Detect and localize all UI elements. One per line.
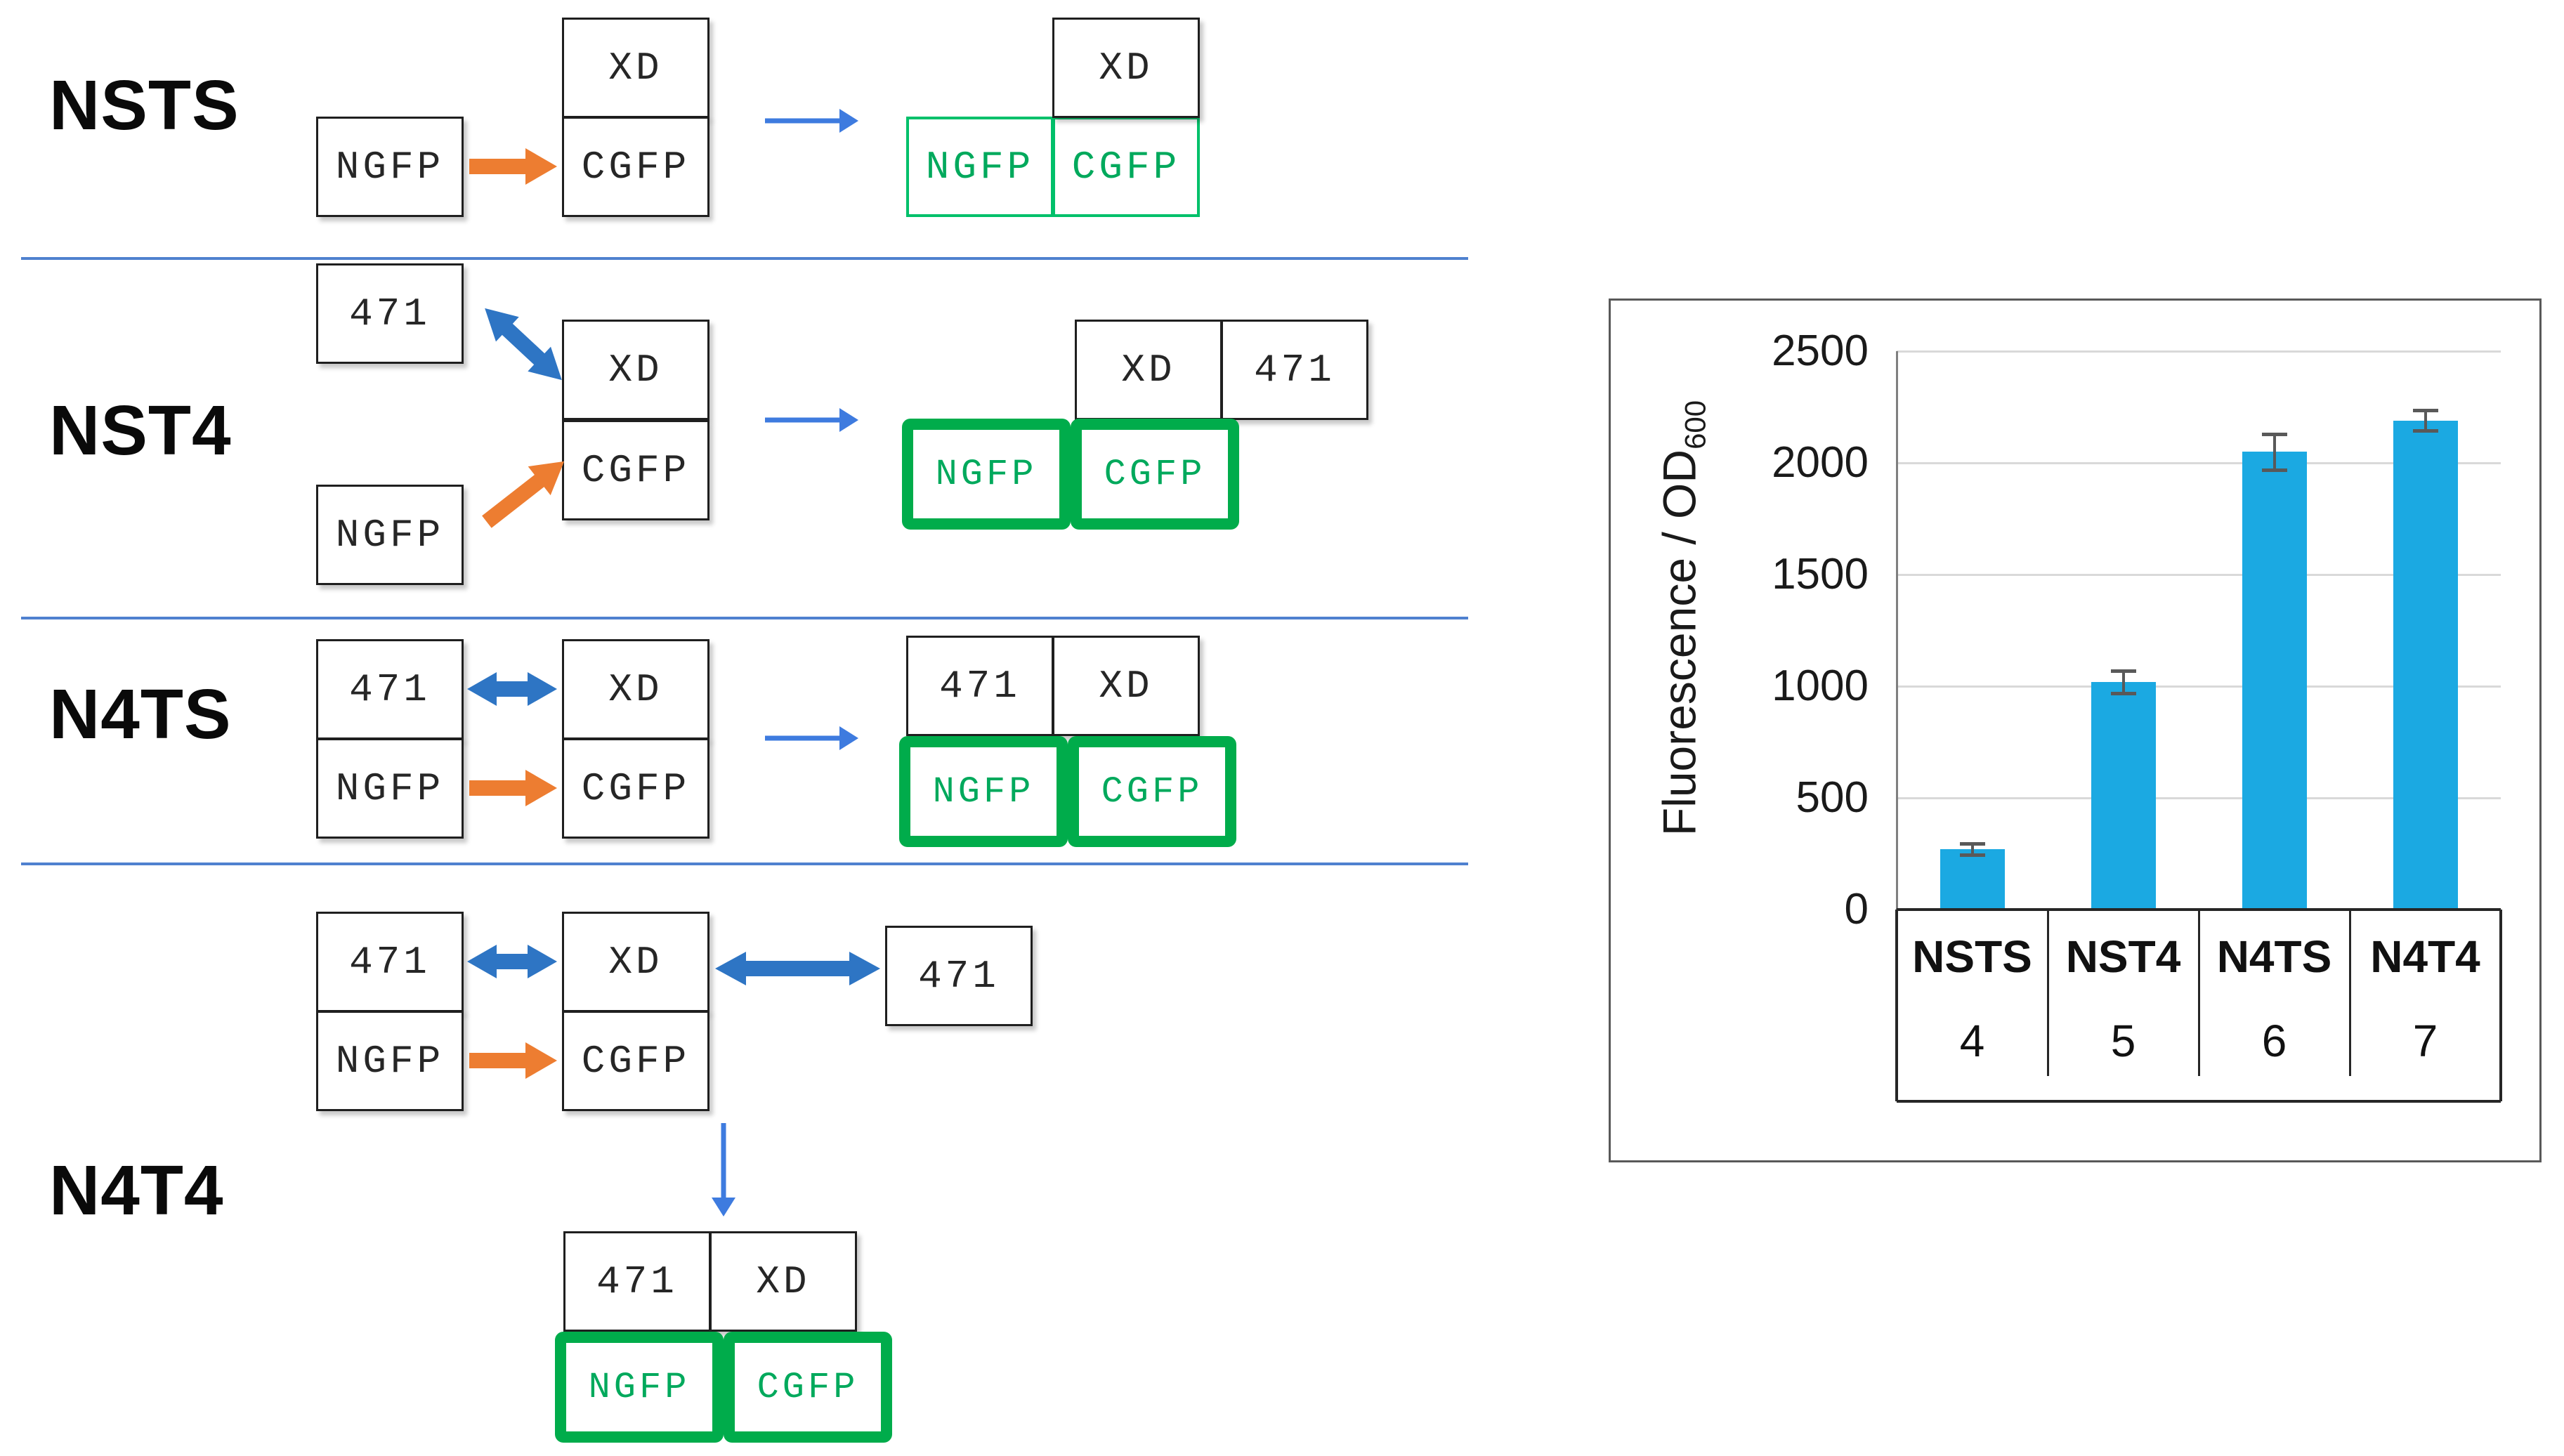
bar-N4TS xyxy=(2242,452,2307,910)
number-cell-6: 6 xyxy=(2261,1016,2287,1066)
box-471: 471 xyxy=(316,639,464,740)
row-separator-2 xyxy=(21,617,1468,619)
gridline xyxy=(1897,350,2501,353)
blue-double-arrow-icon xyxy=(467,672,557,706)
y-tick-label: 2000 xyxy=(1772,438,1869,487)
row-label-nst4: NST4 xyxy=(49,391,232,470)
table-divider xyxy=(2046,910,2049,1076)
error-bar-cap-top xyxy=(2110,669,2136,673)
number-cell-7: 7 xyxy=(2412,1016,2438,1066)
box-471-right: 471 xyxy=(885,926,1033,1026)
result-box-xd: XD xyxy=(1052,18,1200,118)
table-divider xyxy=(2197,910,2200,1076)
y-axis-line xyxy=(1896,351,1898,910)
row-separator-3 xyxy=(21,863,1468,865)
result-box-ngfp: NGFP xyxy=(555,1332,724,1443)
blue-thin-arrow-down-icon xyxy=(712,1123,735,1216)
y-tick-label: 2500 xyxy=(1772,327,1869,375)
table-left-line xyxy=(1895,910,1898,1101)
result-box-ngfp: NGFP xyxy=(899,736,1068,847)
box-ngfp: NGFP xyxy=(316,117,464,217)
box-471: 471 xyxy=(316,912,464,1012)
box-cgfp: CGFP xyxy=(562,1011,709,1111)
y-tick-label: 500 xyxy=(1796,773,1869,822)
error-bar-cap-bottom xyxy=(2110,691,2136,695)
result-box-cgfp: CGFP xyxy=(1071,419,1239,530)
error-bar-cap-bottom xyxy=(2412,428,2438,433)
box-cgfp: CGFP xyxy=(562,420,709,520)
box-xd: XD xyxy=(562,320,709,420)
orange-block-arrow-icon xyxy=(469,770,557,806)
chart-frame xyxy=(1609,299,2542,1162)
result-box-471: 471 xyxy=(1221,320,1368,420)
gridline xyxy=(1897,796,2501,799)
error-bar-cap-top xyxy=(2412,409,2438,413)
y-tick-label: 1000 xyxy=(1772,662,1869,710)
error-bar-cap-bottom xyxy=(2261,468,2287,472)
row-label-nsts: NSTS xyxy=(49,66,240,145)
orange-block-arrow-icon xyxy=(482,461,565,528)
bar-N4T4 xyxy=(2393,420,2458,910)
number-cell-4: 4 xyxy=(1959,1016,1985,1066)
result-box-ngfp: NGFP xyxy=(902,419,1071,530)
category-cell-N4TS: N4TS xyxy=(2216,931,2332,982)
blue-thin-arrow-icon xyxy=(765,408,858,432)
box-471: 471 xyxy=(316,263,464,364)
error-bar-line xyxy=(1970,844,1974,855)
y-tick-label: 0 xyxy=(1844,885,1869,933)
table-right-line xyxy=(2499,910,2502,1101)
gridline xyxy=(1897,685,2501,688)
result-box-cgfp: CGFP xyxy=(724,1332,892,1443)
box-ngfp: NGFP xyxy=(316,738,464,839)
result-box-xd: XD xyxy=(1052,636,1200,736)
box-xd: XD xyxy=(562,639,709,740)
gridline xyxy=(1897,573,2501,576)
blue-double-arrow-icon xyxy=(485,308,562,381)
box-xd: XD xyxy=(562,18,709,118)
table-divider xyxy=(2348,910,2351,1076)
category-cell-NST4: NST4 xyxy=(2065,931,2181,982)
orange-block-arrow-icon xyxy=(469,148,557,185)
blue-thin-arrow-icon xyxy=(765,726,858,750)
error-bar-cap-top xyxy=(1959,842,1985,846)
error-bar-line xyxy=(2272,433,2276,470)
box-ngfp: NGFP xyxy=(316,485,464,585)
result-box-ngfp: NGFP xyxy=(906,117,1054,217)
row-separator-1 xyxy=(21,257,1468,260)
box-cgfp: CGFP xyxy=(562,117,709,217)
number-cell-5: 5 xyxy=(2110,1016,2136,1066)
result-box-471: 471 xyxy=(563,1231,711,1332)
category-cell-NSTS: NSTS xyxy=(1912,931,2032,982)
table-bottom-line xyxy=(1897,1100,2501,1103)
blue-thin-arrow-icon xyxy=(765,109,858,133)
bar-NSTS xyxy=(1940,849,2005,910)
gridline xyxy=(1897,461,2501,464)
error-bar-cap-top xyxy=(2261,432,2287,436)
error-bar-line xyxy=(2424,410,2427,431)
error-bar-line xyxy=(2121,670,2125,693)
result-box-cgfp: CGFP xyxy=(1068,736,1236,847)
box-cgfp: CGFP xyxy=(562,738,709,839)
blue-double-arrow-icon xyxy=(715,952,880,985)
result-box-xd: XD xyxy=(1075,320,1222,420)
y-tick-label: 1500 xyxy=(1772,550,1869,598)
row-label-n4ts: N4TS xyxy=(49,675,232,754)
category-cell-N4T4: N4T4 xyxy=(2370,931,2480,982)
box-xd: XD xyxy=(562,912,709,1012)
row-label-n4t4: N4T4 xyxy=(49,1151,224,1230)
result-box-cgfp: CGFP xyxy=(1052,117,1200,217)
bar-NST4 xyxy=(2091,681,2156,910)
box-ngfp: NGFP xyxy=(316,1011,464,1111)
result-box-xd: XD xyxy=(709,1231,857,1332)
orange-block-arrow-icon xyxy=(469,1042,557,1079)
blue-double-arrow-icon xyxy=(467,945,557,978)
result-box-471: 471 xyxy=(906,636,1054,736)
error-bar-cap-bottom xyxy=(1959,853,1985,858)
